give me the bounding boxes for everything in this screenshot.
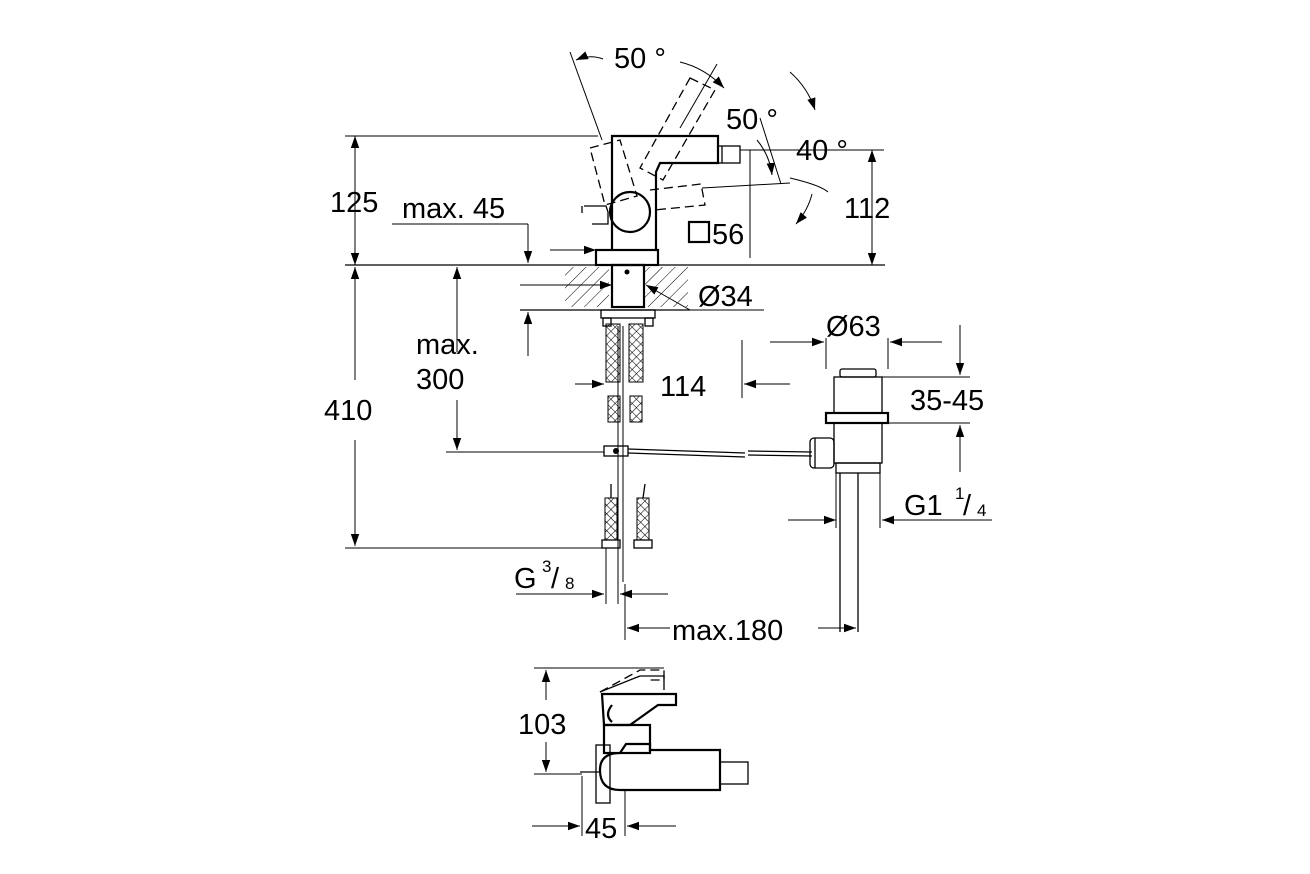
label-410: 410 (324, 395, 372, 427)
label-103: 103 (518, 709, 566, 741)
label-g38: G (514, 563, 537, 595)
dim-max-300 (452, 267, 533, 450)
label-square-56: 56 (712, 219, 744, 251)
label-35-45: 35-45 (910, 385, 984, 417)
label-angle-top: 50 ° (614, 43, 666, 75)
label-max-180: max.180 (672, 615, 783, 647)
waste-linkage (446, 445, 813, 458)
label-max-300-line1: max. (416, 329, 479, 361)
label-114: 114 (660, 371, 706, 403)
main-view: 125 max. 45 112 56 Ø34 (324, 43, 992, 647)
label-angle-lever: 50 ° (726, 104, 778, 136)
label-125: 125 (330, 187, 378, 219)
countertop-section (520, 267, 690, 311)
dim-max-45 (392, 223, 596, 263)
label-112: 112 (844, 193, 890, 225)
label-angle-spout: 40 ° (796, 135, 848, 167)
tap-body (581, 134, 741, 327)
dim-angle-top (569, 51, 725, 141)
label-45-side: 45 (585, 813, 617, 845)
lever-positions-dashed (589, 77, 716, 211)
dim-g-three-eighths (516, 548, 668, 604)
label-g38-den: 8 (565, 574, 574, 593)
dim-dia-34 (520, 280, 764, 311)
dim-dia-63 (770, 337, 942, 369)
waste-valve (809, 368, 890, 632)
label-max-300-line2: 300 (416, 364, 464, 396)
dim-angle-spout (701, 71, 829, 225)
dim-max-180 (624, 584, 856, 640)
label-g38-num: 3 (542, 557, 551, 576)
label-dia-63: Ø63 (826, 311, 881, 343)
label-g38-sep: / (551, 563, 560, 595)
dim-g1-quarter (788, 473, 992, 528)
label-g1-num: 1 (955, 484, 964, 503)
label-g1-sep: / (963, 490, 972, 522)
label-dia-34: Ø34 (698, 281, 753, 313)
supply-hoses (601, 323, 653, 582)
dim-125 (345, 135, 598, 265)
dim-112 (740, 149, 884, 265)
label-g1-den: 4 (977, 501, 986, 520)
dim-45-side (532, 776, 676, 836)
dim-35-45 (880, 325, 970, 472)
dim-410 (345, 267, 604, 549)
dim-103 (534, 667, 664, 775)
label-max-45: max. 45 (402, 193, 505, 225)
dim-square-56 (687, 220, 711, 244)
side-view (580, 669, 749, 804)
dim-114 (575, 340, 790, 398)
label-g1: G1 (904, 490, 943, 522)
